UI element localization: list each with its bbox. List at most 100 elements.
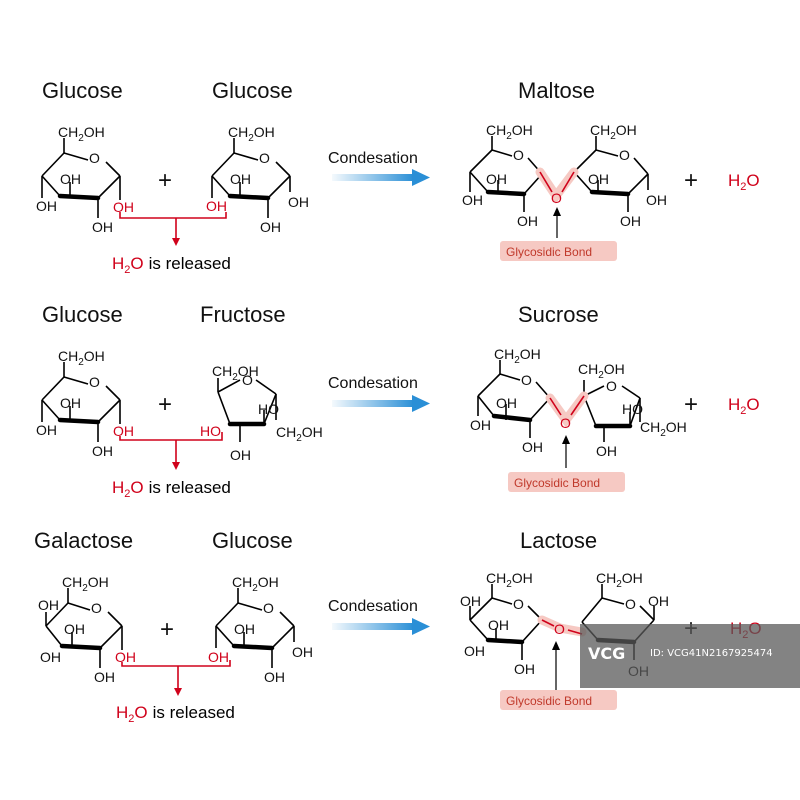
svg-text:O: O (89, 374, 100, 390)
oh-label: OH (36, 198, 57, 214)
oh-label: OH (230, 171, 251, 187)
product-name: Sucrose (518, 302, 599, 327)
bridging-oxygen: O (551, 190, 562, 206)
left-monomer-name: Glucose (42, 302, 123, 327)
ch2oh-label: CH2OH (62, 574, 109, 594)
reaction-arrow (332, 174, 414, 181)
product-name: Lactose (520, 528, 597, 553)
bridging-oxygen: O (560, 415, 571, 431)
svg-text:OH: OH (94, 669, 115, 685)
svg-text:OH: OH (522, 439, 543, 455)
maltose-ring-right (573, 136, 649, 212)
galactose-ring (45, 588, 123, 668)
watermark-id: ID: VCG41N2167925474 (650, 648, 773, 659)
water-bracket (119, 212, 227, 219)
ch2oh-label: CH2OH (494, 346, 541, 366)
ch2oh-label: CH2OH (276, 424, 323, 444)
svg-text:OH: OH (588, 171, 609, 187)
svg-text:OH: OH (462, 192, 483, 208)
oh-label: OH (92, 219, 113, 235)
glycosidic-bond (541, 619, 583, 635)
watermark-logo: VCG (588, 644, 626, 663)
water-bracket (119, 432, 223, 441)
svg-text:OH: OH (92, 443, 113, 459)
svg-text:OH: OH (486, 171, 507, 187)
reacting-oh-label: OH (113, 423, 134, 439)
svg-text:O: O (91, 600, 102, 616)
svg-text:OH: OH (648, 593, 669, 609)
ch2oh-label: CH2OH (232, 574, 279, 594)
product-name: Maltose (518, 78, 595, 103)
row-lactose: Galactose Glucose Lactose CH2OH O OH OH … (34, 528, 762, 725)
svg-text:OH: OH (40, 649, 61, 665)
ch2oh-label: CH2OH (578, 361, 625, 381)
svg-text:OH: OH (646, 192, 667, 208)
right-monomer-name: Fructose (200, 302, 286, 327)
svg-text:O: O (513, 596, 524, 612)
svg-text:OH: OH (38, 597, 59, 613)
ch2oh-label: CH2OH (640, 419, 687, 439)
reacting-ho-label: HO (200, 423, 221, 439)
glycosidic-bond-label: Glycosidic Bond (506, 245, 592, 259)
reacting-oh-label: OH (113, 199, 134, 215)
svg-text:O: O (619, 147, 630, 163)
svg-text:O: O (263, 600, 274, 616)
glycosidic-bond-label: Glycosidic Bond (514, 476, 600, 490)
svg-text:OH: OH (234, 621, 255, 637)
svg-text:+: + (158, 391, 172, 418)
right-monomer-name: Glucose (212, 78, 293, 103)
left-monomer-name: Galactose (34, 528, 133, 553)
svg-text:HO: HO (258, 401, 279, 417)
glucose-ring-right (211, 138, 291, 218)
fructose-ring (217, 378, 277, 442)
oh-label: OH (60, 171, 81, 187)
svg-text:OH: OH (620, 213, 641, 229)
glycosidic-bond (539, 171, 575, 193)
svg-text:OH: OH (292, 644, 313, 660)
ch2oh-label: CH2OH (212, 363, 259, 383)
glycosidic-bond-label: Glycosidic Bond (506, 694, 592, 708)
svg-text:+: + (684, 391, 698, 418)
process-label: Condesation (328, 598, 418, 615)
svg-text:OH: OH (596, 443, 617, 459)
ch2oh-label: CH2OH (486, 570, 533, 590)
glycosidic-bond (549, 395, 585, 416)
svg-text:OH: OH (460, 593, 481, 609)
process-label: Condesation (328, 375, 418, 392)
row-maltose: Glucose Glucose Maltose CH2OH O OH OH OH… (36, 78, 760, 276)
svg-text:O: O (625, 596, 636, 612)
oh-label: OH (288, 194, 309, 210)
svg-text:OH: OH (496, 395, 517, 411)
svg-text:O: O (242, 372, 253, 388)
svg-text:O: O (521, 372, 532, 388)
svg-text:+: + (684, 167, 698, 194)
glycosidic-bond-label-box (500, 241, 617, 261)
ch2oh-label: CH2OH (590, 122, 637, 142)
reacting-oh-label: OH (115, 649, 136, 665)
svg-text:OH: OH (230, 447, 251, 463)
ring-oxygen: O (89, 150, 100, 166)
svg-text:OH: OH (514, 661, 535, 677)
bridging-oxygen: O (554, 621, 565, 637)
watermark: VCG ID: VCG41N2167925474 (580, 624, 800, 688)
left-monomer-name: Glucose (42, 78, 123, 103)
ch2oh-label: CH2OH (486, 122, 533, 142)
glycosidic-bond-label-box (508, 472, 625, 492)
svg-text:O: O (513, 147, 524, 163)
process-label: Condesation (328, 150, 418, 167)
ch2oh-label: CH2OH (596, 570, 643, 590)
row-sucrose: Glucose Fructose Sucrose CH2OH O OH OH O… (36, 302, 760, 500)
right-monomer-name: Glucose (212, 528, 293, 553)
svg-text:OH: OH (60, 395, 81, 411)
oh-label: OH (260, 219, 281, 235)
svg-text:OH: OH (470, 417, 491, 433)
svg-text:OH: OH (488, 617, 509, 633)
water-product: H2O (728, 171, 760, 193)
reacting-oh-label: OH (208, 649, 229, 665)
ring-front-edge (227, 193, 271, 201)
svg-text:OH: OH (517, 213, 538, 229)
